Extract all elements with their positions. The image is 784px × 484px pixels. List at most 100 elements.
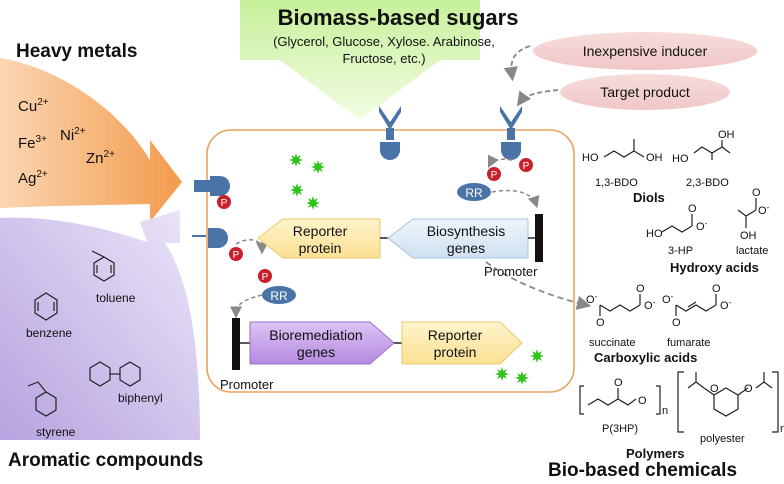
ion-cu: Cu2+ [18,97,49,115]
ion-ag: Ag2+ [18,169,48,187]
succinate-ominus-1: O- [586,292,598,306]
target-product-badge: Target product [560,74,730,110]
styrene-label: styrene [36,425,76,439]
lactate-structure [737,198,757,228]
receptor-inducer [500,106,522,160]
svg-text:P: P [233,250,240,261]
phospho-rr-bottom: P [258,269,272,283]
polyester-n: n [780,423,784,435]
hydroxy-label: Hydroxy acids [670,260,759,275]
biphenyl-label: biphenyl [118,391,163,405]
reporter-star-icon [515,371,529,385]
succinate-o-1: O [596,317,605,329]
reporter-star-icon [290,183,304,197]
sugars-subtitle-1: (Glycerol, Glucose, Xylose. Arabinose, [273,34,495,49]
ion-ni: Ni2+ [60,126,86,144]
heavy-metals-title: Heavy metals [16,41,137,62]
rr-arrow-top [491,189,540,209]
lactate-o: O [752,187,761,199]
succinate-label: succinate [589,337,635,349]
polyester-o-1: O [710,383,719,395]
svg-text:Bioremediation: Bioremediation [269,327,362,343]
lactate-label: lactate [736,245,768,257]
carboxylic-label: Carboxylic acids [594,350,697,365]
svg-text:Inexpensive inducer: Inexpensive inducer [583,43,708,59]
svg-text:genes: genes [297,344,335,360]
reporter-protein-top: Reporter protein [257,218,381,259]
fumarate-ominus-1: O- [662,292,674,306]
ion-fe: Fe3+ [18,134,47,152]
inducer-arrow [503,45,531,82]
ion-zn: Zn2+ [86,149,115,167]
hp-3-structure [661,214,693,233]
hp-3-ominus: O- [696,219,708,233]
promoter-bottom-label: Promoter [220,377,274,392]
fumarate-ominus-2: O- [720,298,732,312]
p3hp-o-carbonyl: O [614,377,623,389]
svg-text:P: P [262,272,269,283]
polyester-structure [677,371,779,433]
reporter-signal-stars [289,153,544,385]
hp-3-ho: HO [646,228,663,240]
phospho-inducer: P [519,158,533,172]
promoter-top-label: Promoter [484,264,538,279]
inexpensive-inducer-badge: Inexpensive inducer [533,32,757,70]
bdo-23-oh: OH [718,129,735,141]
product-export-arrow [485,261,592,310]
promoter-top [535,214,543,262]
hp-3-o: O [688,203,697,215]
phospho-aromatic: P [229,247,243,261]
svg-text:RR: RR [465,186,483,200]
sugars-subtitle-2: Fructose, etc.) [342,51,425,66]
polyester-o-2: O [744,383,753,395]
p3hp-n: n [662,405,668,417]
bdo-23-label: 2,3-BDO [686,177,729,189]
reporter-star-icon [530,349,544,363]
bdo-23-structure [693,140,731,160]
svg-text:Target product: Target product [600,84,690,100]
svg-text:P: P [221,198,228,209]
svg-text:Reporter: Reporter [293,223,348,239]
phospho-arrow-aromatic [235,238,268,255]
receptor-metal [178,172,230,196]
polyester-label: polyester [700,433,745,445]
bdo-13-structure [603,139,645,158]
fumarate-structure [675,294,717,316]
aromatics-arrow [0,210,200,440]
polymers-label: Polymers [626,446,685,461]
svg-text:Biosynthesis: Biosynthesis [427,223,506,239]
svg-text:P: P [491,170,498,181]
sugars-title: Biomass-based sugars [278,5,519,30]
bioremediation-genes: Bioremediation genes [249,321,395,365]
p3hp-o-ester: O [638,395,647,407]
phospho-rr-top: P [487,167,501,181]
product-arrow [516,89,559,107]
benzene-structure [34,292,58,321]
aromatics-title: Aromatic compounds [8,450,203,471]
succinate-o-2: O [636,283,645,295]
fumarate-label: fumarate [667,337,710,349]
biphenyl-structure [89,361,141,387]
bdo-13-oh: OH [646,152,663,164]
p3hp-label: P(3HP) [602,423,638,435]
inducer-phospho-arrow [487,154,513,169]
svg-text:genes: genes [447,240,485,256]
rr-arrow-bottom [230,294,263,319]
benzene-label: benzene [26,326,72,340]
fumarate-o-1: O [672,317,681,329]
phospho-metal: P [217,195,231,209]
receptor-aromatic [178,222,228,248]
bdo-23-ho: HO [672,153,689,165]
p3hp-structure [579,385,661,415]
sugar-input-arrow [240,0,480,120]
lactate-oh: OH [740,230,757,242]
chemicals-title: Bio-based chemicals [548,460,737,481]
svg-text:protein: protein [434,344,477,360]
reporter-star-icon [495,367,509,381]
biosynthesis-genes: Biosynthesis genes [387,218,529,259]
styrene-structure [27,381,57,417]
diols-label: Diols [633,190,665,205]
svg-text:Reporter: Reporter [428,327,483,343]
toluene-label: toluene [96,291,136,305]
